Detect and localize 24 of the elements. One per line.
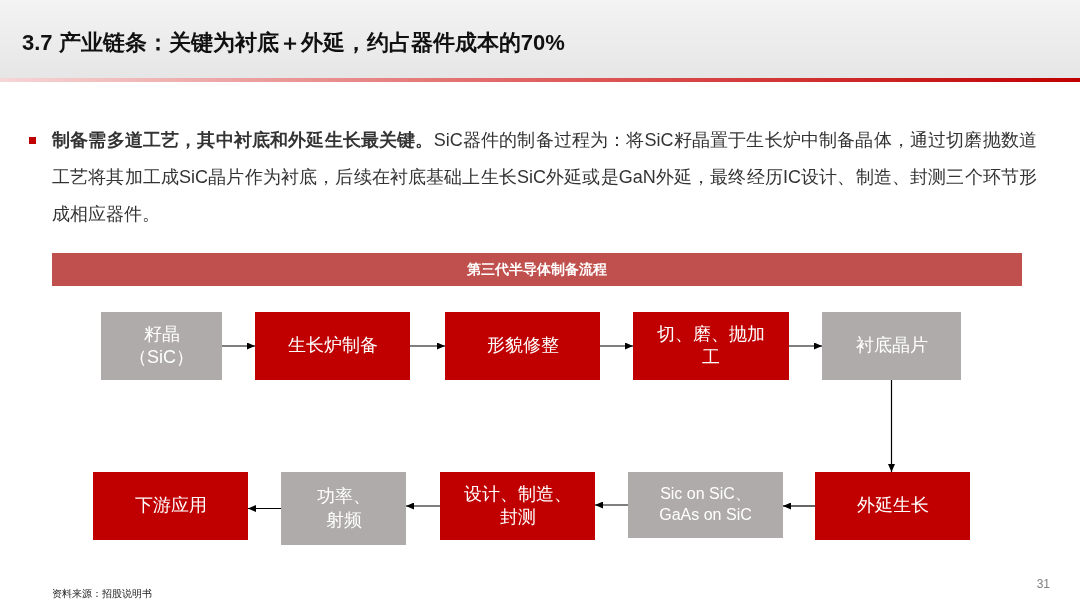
- arrow: [788, 342, 823, 350]
- arrow: [409, 342, 446, 350]
- process-box: Sic on SiC、GaAs on SiC: [628, 472, 783, 538]
- page-number: 31: [1035, 576, 1050, 592]
- arrow: [888, 379, 895, 473]
- process-box: 籽晶（SiC）: [101, 312, 222, 380]
- process-box: 形貌修整: [445, 312, 600, 380]
- process-box: 切、磨、抛加工: [633, 312, 789, 380]
- process-box: 生长炉制备: [255, 312, 410, 380]
- slide-title: 3.7 产业链条：关键为衬底＋外延，约占器件成本的70%: [22, 29, 565, 57]
- process-box: 功率、射频: [281, 472, 406, 545]
- process-box: 下游应用: [93, 472, 248, 540]
- source-note: 资料来源：招股说明书: [52, 587, 153, 601]
- arrow: [594, 501, 629, 509]
- arrow: [247, 505, 282, 512]
- process-box: 外延生长: [815, 472, 970, 540]
- bullet-paragraph: 制备需多道工艺，其中衬底和外延生长最关键。SiC器件的制备过程为：将SiC籽晶置于生长炉中制备晶体，通过切磨抛数道工艺将其加工成SiC晶片作为衬底，后续在衬底基础上生长SiC外延或是GaN外延，最终经历IC设计、制造、封测三个环节形成相应器件。: [52, 129, 1037, 226]
- arrow: [405, 502, 441, 510]
- arrow: [782, 502, 816, 510]
- process-box: 衬底晶片: [822, 312, 961, 380]
- title-band: 第三代半导体制备流程: [52, 253, 1022, 286]
- process-box: 设计、制造、封测: [440, 472, 595, 540]
- arrow: [599, 342, 634, 350]
- arrow: [221, 342, 256, 350]
